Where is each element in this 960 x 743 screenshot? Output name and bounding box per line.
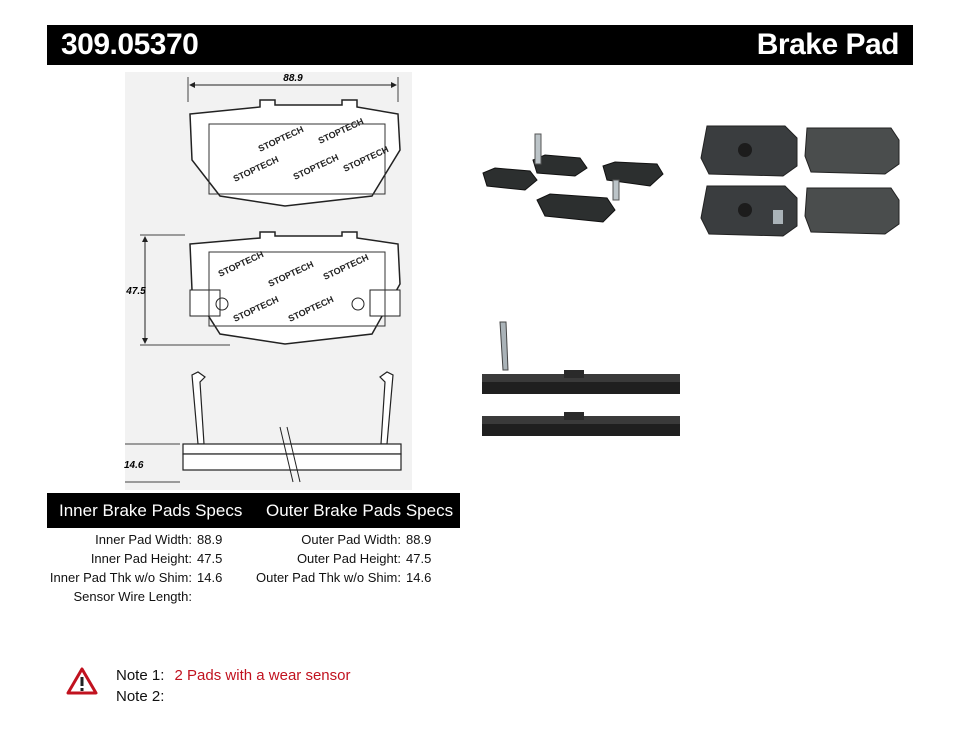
pads-photo-faces: [695, 118, 910, 240]
pads-photo-scattered: [475, 118, 685, 228]
pad-side-view: [182, 371, 402, 483]
spec-row: Sensor Wire Length:: [47, 587, 222, 606]
spec-label: Outer Pad Height:: [296, 551, 401, 566]
note-1: Note 1: 2 Pads with a wear sensor: [116, 667, 350, 684]
pads-photo-side: [478, 318, 683, 438]
spec-row: Inner Pad Height: 47.5: [47, 549, 223, 568]
title-bar: 309.05370 Brake Pad: [47, 25, 913, 65]
spec-value: 88.9: [197, 532, 223, 547]
spec-value: 14.6: [406, 570, 432, 585]
specs-header: Inner Brake Pads Specs Outer Brake Pads …: [47, 493, 460, 528]
spec-label: Outer Pad Width:: [301, 532, 401, 547]
note-1-label: Note 1:: [116, 667, 165, 684]
note-2: Note 2:: [116, 688, 170, 705]
spec-label: Sensor Wire Length:: [73, 589, 192, 604]
inner-specs-list: Inner Pad Width: 88.9 Inner Pad Height: …: [47, 530, 222, 606]
spec-row: Inner Pad Width: 88.9: [47, 530, 222, 549]
spec-value: 14.6: [197, 570, 223, 585]
width-dimension: 88.9: [283, 73, 303, 84]
spec-label: Inner Pad Thk w/o Shim:: [49, 570, 192, 585]
spec-row: Inner Pad Thk w/o Shim: 14.6: [47, 568, 222, 587]
thickness-dimension: 14.6: [124, 460, 144, 471]
product-title: Brake Pad: [756, 28, 900, 61]
spec-value: 47.5: [197, 551, 223, 566]
technical-drawing: 88.9 STOPTECH STOPTECH STOPTECH STOPTECH…: [124, 72, 412, 490]
height-dimension: 47.5: [125, 286, 146, 297]
spec-value: 47.5: [406, 551, 432, 566]
spec-row: Outer Pad Thk w/o Shim: 14.6: [255, 568, 431, 587]
pad-top-view: STOPTECH STOPTECH STOPTECH STOPTECH STOP…: [189, 99, 401, 207]
spec-label: Inner Pad Height:: [90, 551, 192, 566]
part-number: 309.05370: [61, 28, 199, 61]
outer-specs-list: Outer Pad Width: 88.9 Outer Pad Height: …: [255, 530, 431, 587]
spec-label: Outer Pad Thk w/o Shim:: [256, 570, 401, 585]
outer-specs-title: Outer Brake Pads Specs: [266, 501, 454, 520]
pad-front-view: STOPTECH STOPTECH STOPTECH STOPTECH STOP…: [189, 231, 401, 345]
note-1-text: 2 Pads with a wear sensor: [174, 667, 351, 684]
spec-label: Inner Pad Width:: [95, 532, 192, 547]
spec-value: [192, 587, 197, 606]
note-2-label: Note 2:: [116, 688, 165, 705]
inner-specs-title: Inner Brake Pads Specs: [59, 501, 243, 520]
warning-icon: [66, 667, 98, 695]
spec-value: 88.9: [406, 532, 432, 547]
spec-row: Outer Pad Height: 47.5: [255, 549, 431, 568]
spec-row: Outer Pad Width: 88.9: [255, 530, 431, 549]
